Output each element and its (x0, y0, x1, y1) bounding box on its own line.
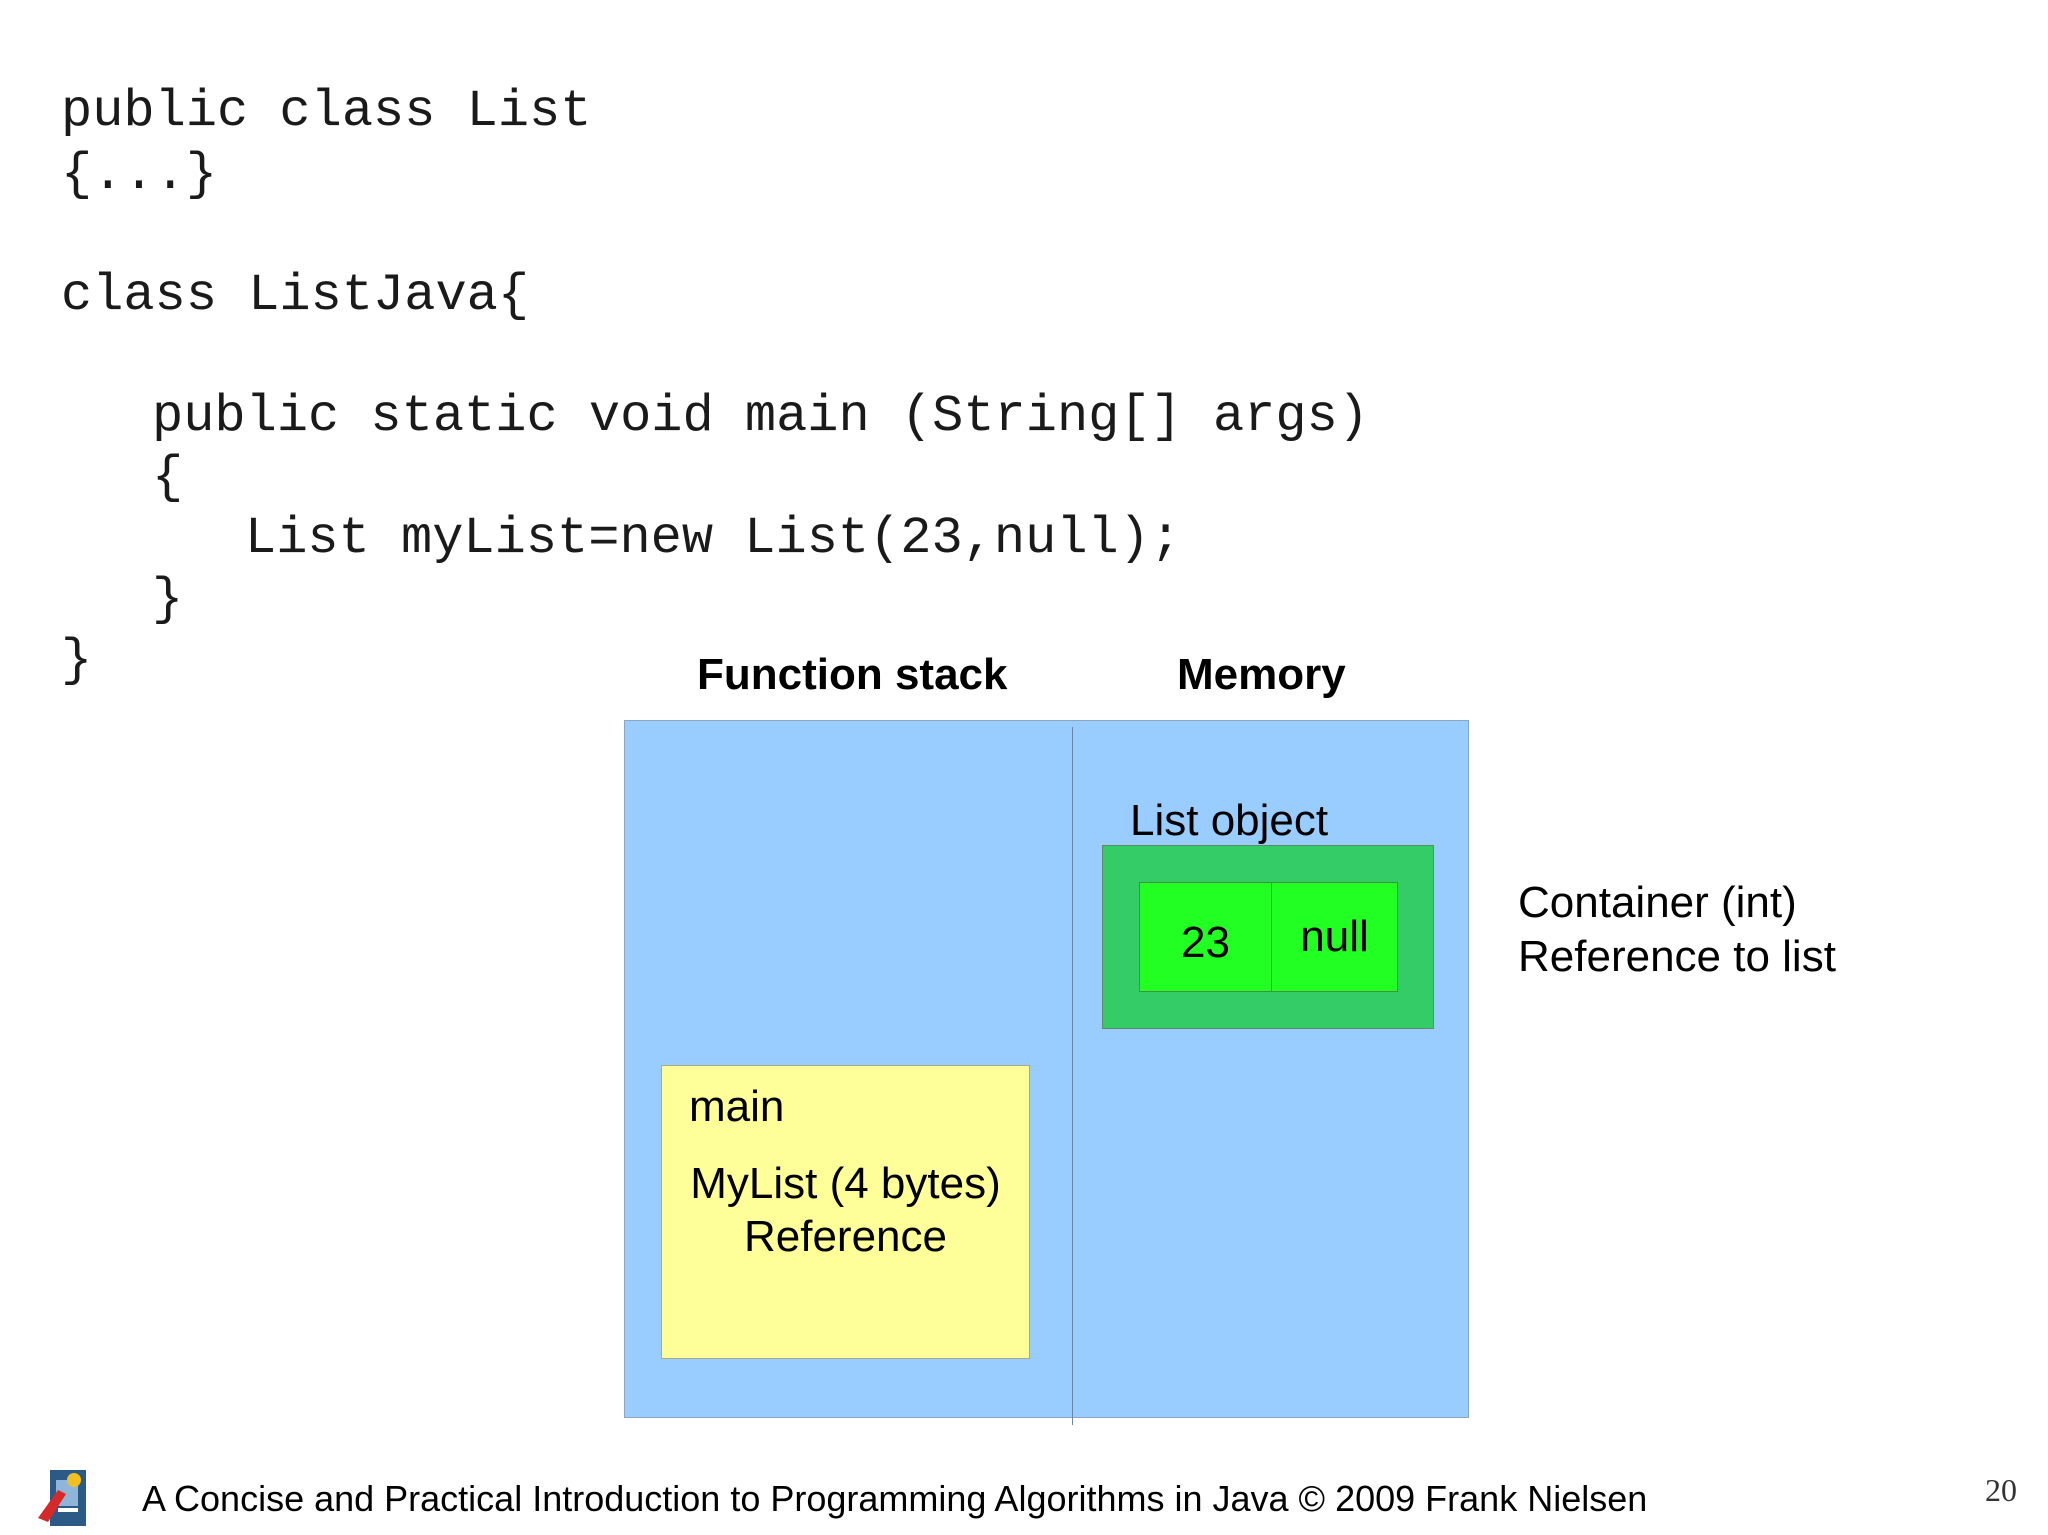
code-line-class-listjava: class ListJava{ (61, 266, 530, 325)
list-value-cell: 23 (1139, 882, 1272, 992)
code-line-close-brace-class: } (61, 631, 93, 690)
legend-reference: Reference to list (1518, 932, 1836, 981)
list-next-cell: null (1271, 882, 1398, 992)
main-frame-variable: MyList (4 bytes) (690, 1159, 1001, 1208)
main-frame-title: main (689, 1082, 785, 1131)
code-line-new-list: List myList=new List(23,null); (245, 509, 1182, 568)
list-next-text: null (1300, 912, 1369, 961)
function-stack-heading: Function stack (697, 650, 1008, 699)
stack-memory-divider (1072, 727, 1073, 1425)
page-number: 20 (1985, 1472, 2017, 1508)
code-line-class-body: {...} (61, 145, 218, 204)
code-line-class-list: public class List (61, 82, 592, 141)
code-line-close-brace-main: } (152, 570, 184, 629)
memory-heading: Memory (1177, 650, 1346, 699)
legend-container: Container (int) (1518, 878, 1797, 927)
main-stack-frame: main MyList (4 bytes) Reference (661, 1065, 1030, 1359)
code-line-open-brace: { (152, 448, 184, 507)
main-frame-description: MyList (4 bytes) Reference (662, 1158, 1029, 1264)
institution-logo-icon (38, 1470, 86, 1526)
list-value-text: 23 (1181, 918, 1230, 967)
footer-text: A Concise and Practical Introduction to … (142, 1478, 1648, 1519)
main-frame-reference: Reference (743, 1211, 947, 1261)
code-line-main-signature: public static void main (String[] args) (152, 387, 1369, 446)
list-object-label: List object (1130, 796, 1329, 845)
